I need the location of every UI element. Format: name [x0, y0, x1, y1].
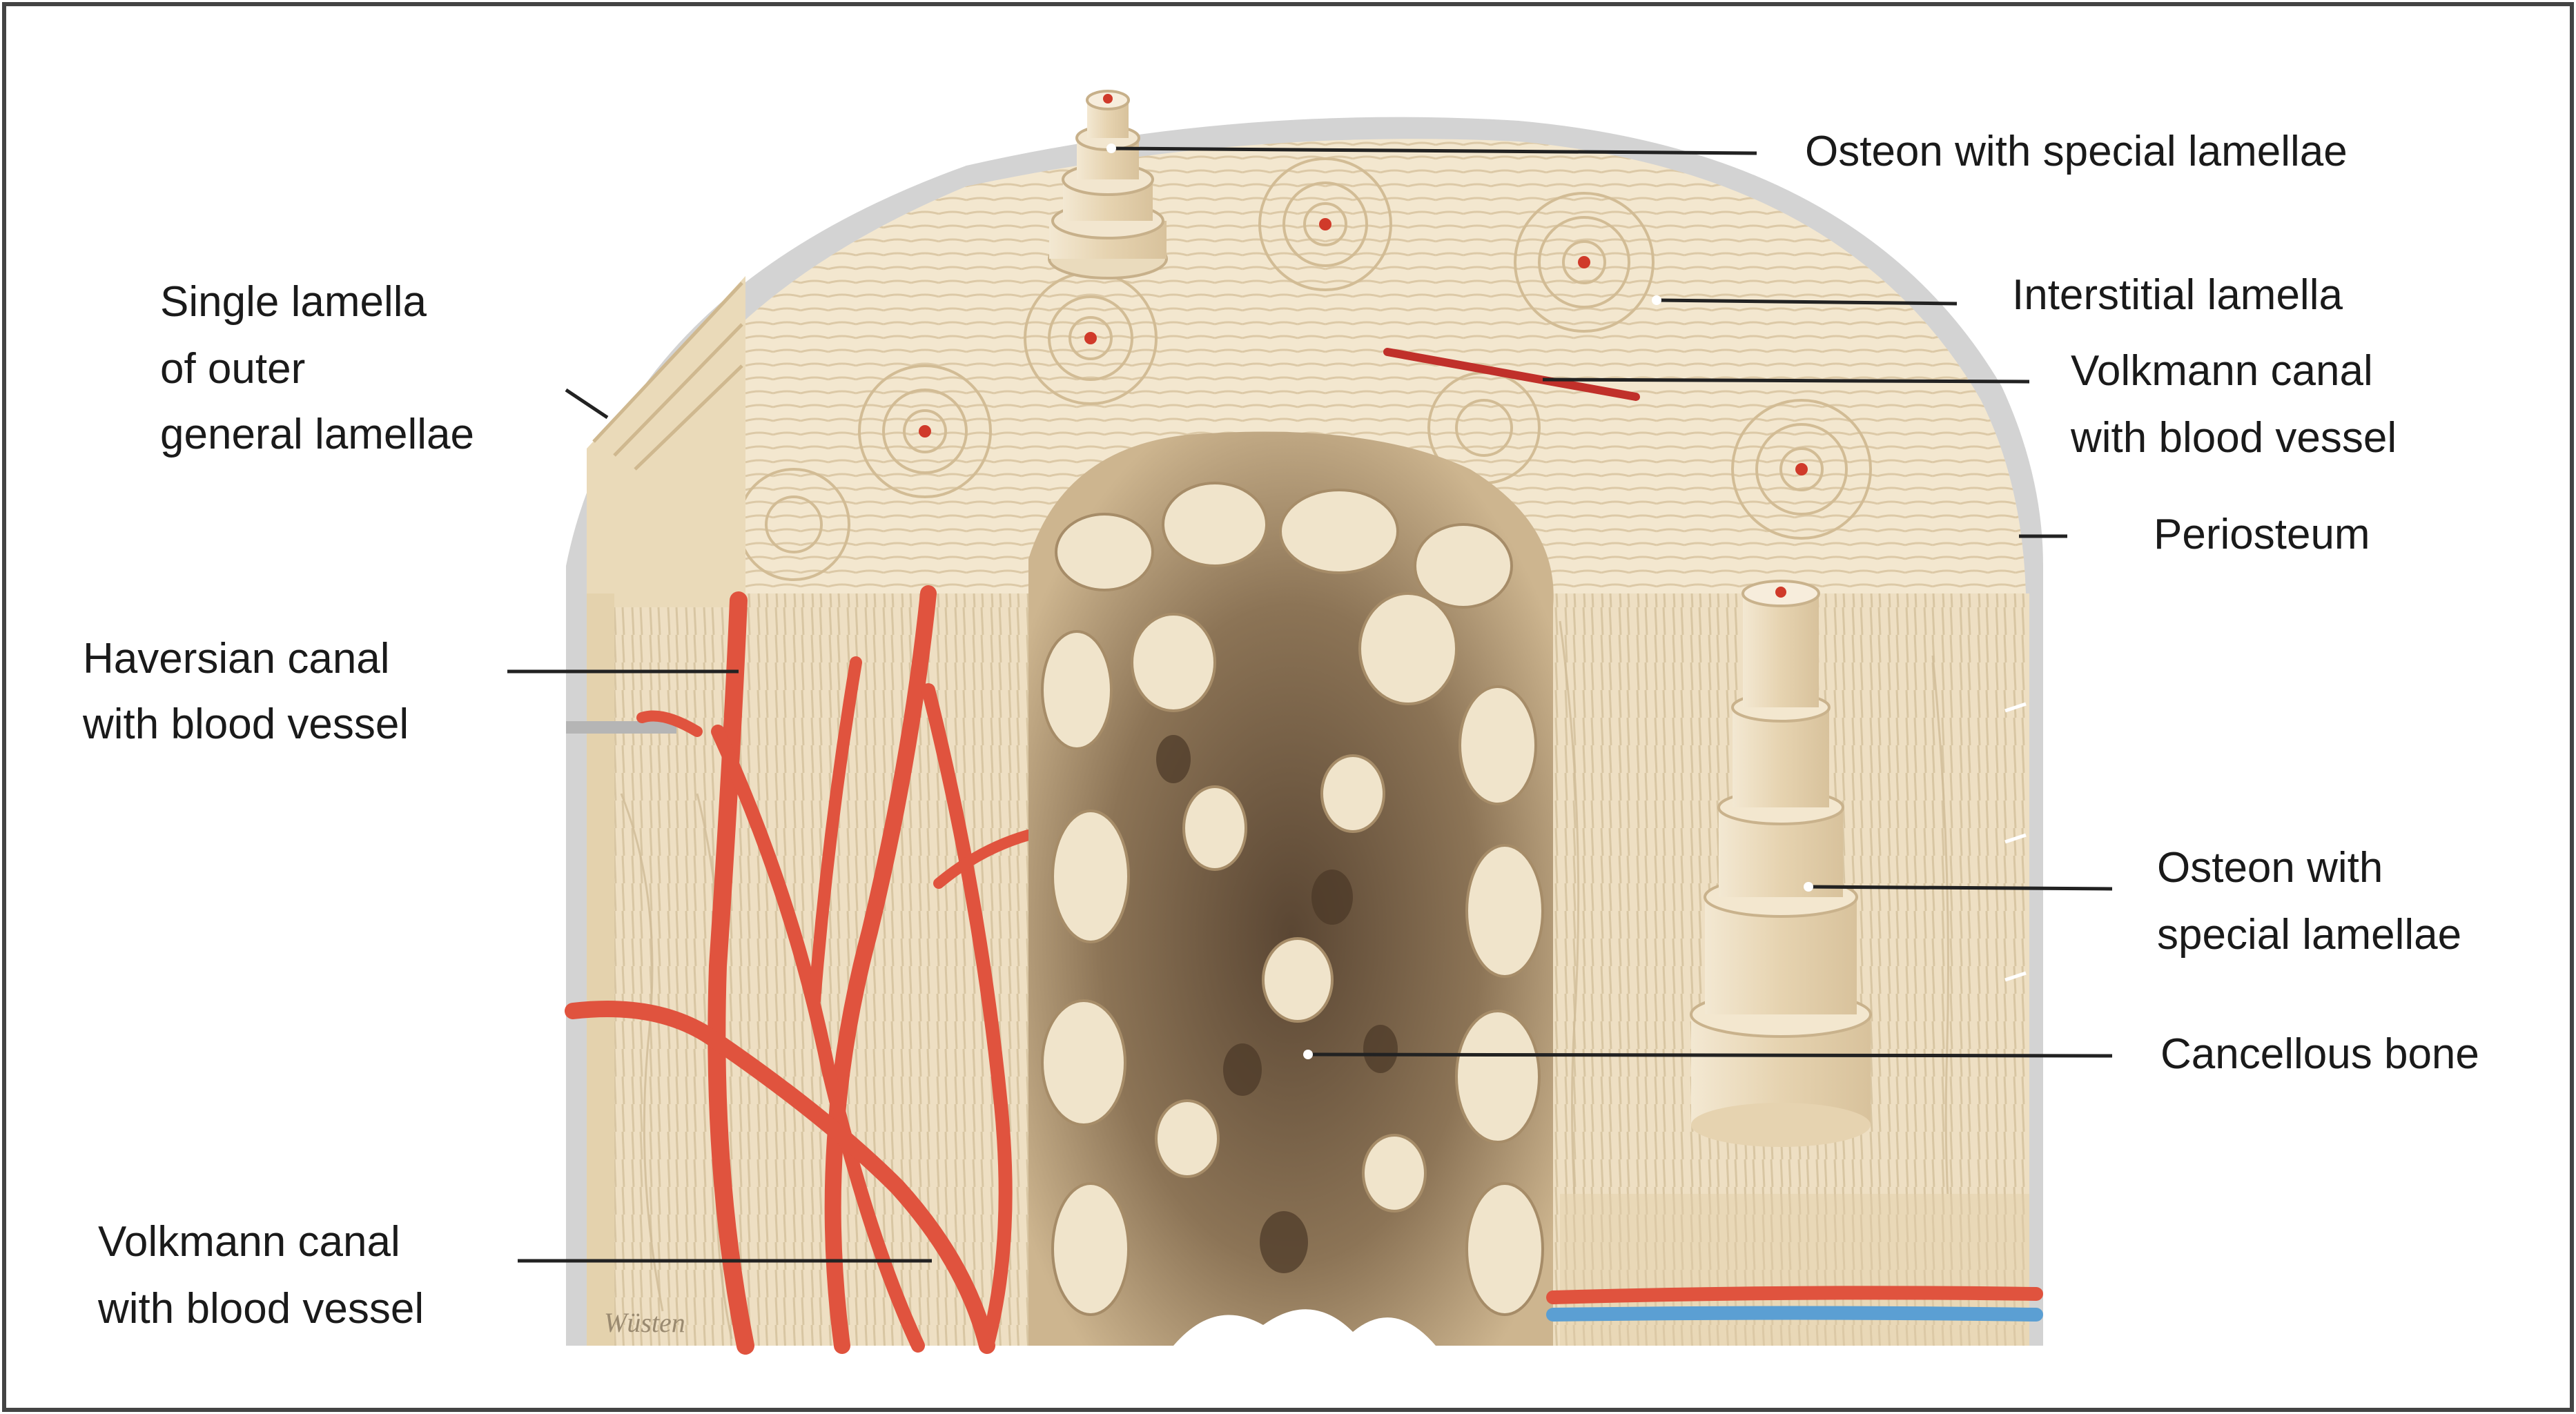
volkmann-vessels-bottom — [1546, 1286, 2043, 1322]
label-haversian-line1: Haversian canal — [83, 635, 390, 683]
osteon-right-column — [1690, 580, 1872, 1147]
label-periosteum: Periosteum — [2154, 511, 2370, 558]
label-osteon-right-line2: special lamellae — [2157, 911, 2461, 959]
label-volkmann-top-line1: Volkmann canal — [2071, 347, 2373, 395]
label-volkmann-bottom-line1: Volkmann canal — [98, 1218, 400, 1266]
cancellous-trabeculae — [1041, 482, 1544, 1316]
leader-lines — [507, 146, 2113, 1263]
haversian-canal-dots — [919, 218, 1808, 475]
label-single-lamella-line3: general lamellae — [160, 411, 474, 458]
volkmann-canal-top — [1383, 348, 1640, 401]
periosteum-edge-ticks — [2004, 702, 2027, 982]
label-cancellous-bone: Cancellous bone — [2160, 1030, 2479, 1078]
artist-signature: Wüsten — [604, 1307, 685, 1338]
label-osteon-right-line1: Osteon with — [2157, 844, 2383, 892]
label-single-lamella-line2: of outer — [160, 345, 305, 393]
label-interstitial-lamella: Interstitial lamella — [2012, 271, 2343, 319]
label-volkmann-bottom-line2: with blood vessel — [97, 1285, 424, 1333]
outer-lamella-slab — [587, 276, 745, 1346]
osteon-top-stack — [1048, 90, 1168, 279]
volkmann-canal-left — [565, 1001, 995, 1354]
label-osteon-top: Osteon with special lamellae — [1805, 128, 2348, 175]
label-volkmann-top-line2: with blood vessel — [2070, 414, 2397, 462]
label-haversian-line2: with blood vessel — [82, 700, 409, 748]
haversian-blood-vessels — [636, 585, 1034, 1355]
osteon-swirls — [737, 157, 1872, 581]
lamella-groove — [566, 721, 676, 734]
label-single-lamella-line1: Single lamella — [160, 278, 427, 326]
